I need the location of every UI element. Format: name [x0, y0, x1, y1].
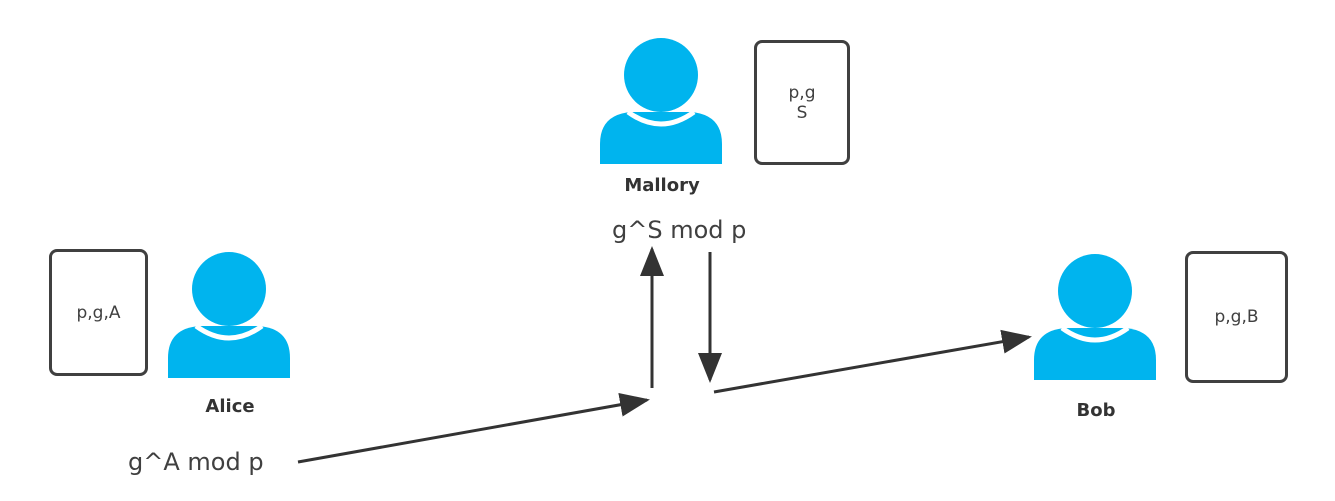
mallory-person-icon [600, 38, 722, 164]
bob-box-line-1: p,g,B [1214, 307, 1259, 327]
bob-person-icon [1034, 254, 1156, 380]
alice-name: Alice [205, 396, 255, 417]
arrow-middle-to-bob [713, 329, 1032, 394]
mallory-name: Mallory [624, 175, 700, 196]
alice-box-line-1: p,g,A [76, 302, 121, 323]
mallory-message: g^S mod p [612, 216, 747, 244]
bob-key-box: p,g,B [1185, 251, 1288, 383]
mallory-box-line-1: p,g [788, 82, 816, 103]
alice-message: g^A mod p [128, 448, 264, 476]
mallory-box-line-2: S [796, 102, 808, 123]
mallory-key-box: p,g S [754, 40, 850, 165]
arrow-alice-to-middle [297, 392, 650, 464]
alice-person-icon [168, 252, 290, 378]
bob-name: Bob [1076, 400, 1116, 421]
alice-key-box: p,g,A [49, 249, 148, 376]
